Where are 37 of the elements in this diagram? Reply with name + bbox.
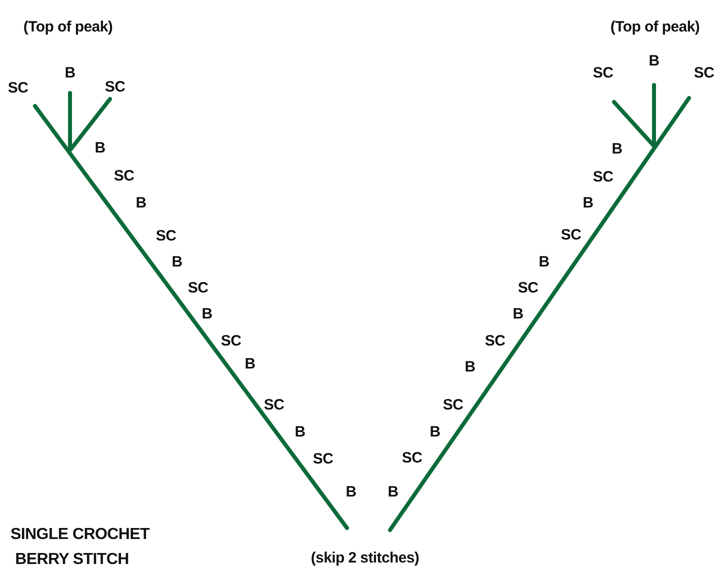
stitch-symbol: B	[244, 356, 256, 372]
stitch-symbol: B	[136, 196, 146, 210]
stitch-symbol: SC	[442, 398, 464, 412]
stitch-symbol: SC	[312, 452, 334, 466]
stitch-symbol: SC	[264, 398, 284, 412]
stitch-symbol: SC	[104, 80, 126, 94]
stitch-symbol: SC	[8, 80, 28, 96]
stitch-symbol: SC	[188, 280, 208, 296]
stitch-symbol: SC	[560, 228, 582, 242]
stitch-symbol: SC	[402, 450, 422, 466]
stitch-symbol: B	[582, 196, 594, 210]
stitch-symbol: B	[346, 484, 356, 500]
stitch-symbol: B	[172, 254, 182, 270]
stitch-symbol: B	[512, 306, 524, 322]
stitch-symbol: SC	[518, 280, 538, 296]
stitch-symbol: SC	[220, 334, 242, 348]
stitch-symbol: SC	[694, 66, 714, 80]
stitch-symbol: B	[430, 424, 440, 440]
stitch-symbol: B	[538, 254, 550, 270]
stitch-symbol: SC	[592, 66, 614, 80]
stitch-symbol: B	[388, 484, 398, 500]
stitch-symbol: B	[648, 54, 660, 68]
stitch-symbol: SC	[592, 170, 614, 184]
stitch-symbol: SC	[114, 168, 134, 184]
stitch-symbol: B	[202, 306, 212, 322]
stitch-symbol: B	[94, 140, 106, 156]
note-text: (skip 2 stitches)	[310, 550, 420, 566]
stitch-symbol: SC	[156, 228, 176, 244]
stitch-symbol: B	[64, 66, 76, 80]
key-text: SINGLE CROCHET	[10, 527, 150, 543]
peak-note: (Top of peak)	[23, 20, 113, 34]
stitch-symbol: SC	[484, 334, 506, 348]
key-text: BERRY STITCH	[15, 552, 129, 568]
peak-note: (Top of peak)	[610, 20, 700, 34]
stitch-symbol: B	[464, 360, 476, 374]
stitch-symbol: B	[294, 424, 306, 440]
stitch-symbol: B	[612, 142, 622, 156]
